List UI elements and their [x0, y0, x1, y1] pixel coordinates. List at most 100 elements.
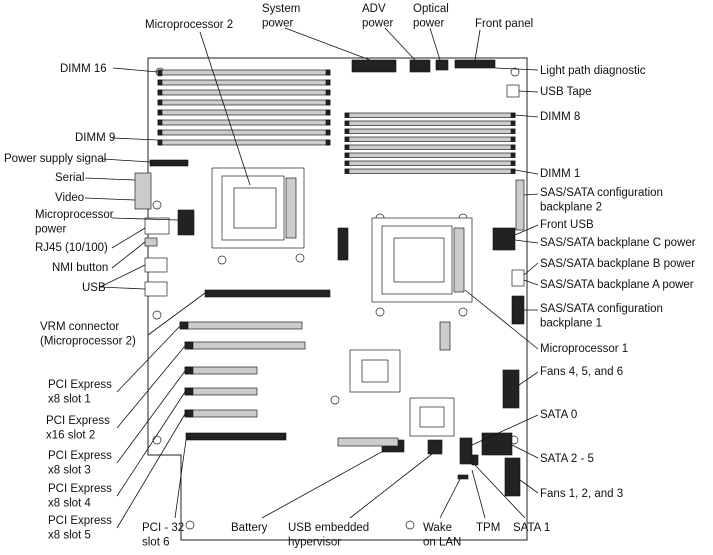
dimm-slot	[344, 136, 516, 142]
dimm-latch	[510, 160, 516, 166]
label-usb-tape: USB Tape	[540, 86, 592, 98]
label-sata-1: SATA 1	[513, 522, 550, 534]
label-line: x8 slot 5	[48, 530, 91, 542]
mounting-hole	[405, 520, 415, 530]
label-line: System	[262, 3, 300, 15]
dimm-slot	[157, 109, 331, 116]
dimm-latch	[510, 144, 516, 150]
dimm-slot	[157, 89, 331, 96]
label-line: slot 6	[142, 537, 170, 549]
dimm-latch	[344, 128, 350, 134]
leader-line	[116, 391, 186, 497]
dimm-latch	[325, 109, 331, 116]
dimm-latch	[344, 160, 350, 166]
label-line: x8 slot 4	[48, 498, 91, 510]
label-front-panel: Front panel	[475, 18, 533, 30]
io-controller-die	[419, 406, 445, 428]
label-line: power	[35, 224, 66, 236]
label-line: PCI - 32	[142, 522, 184, 534]
label-line: Front USB	[540, 219, 594, 231]
pcie-slot-3	[184, 366, 258, 375]
dimm-latch	[157, 69, 163, 76]
leader-line	[471, 469, 486, 519]
dimm-latch	[325, 139, 331, 146]
label-line: Video	[55, 192, 84, 204]
label-pcie-slot-1: PCI Express x8 slot 1	[48, 379, 112, 406]
label-front-usb: Front USB	[540, 219, 594, 231]
label-line: power	[413, 18, 444, 30]
dimm-slot	[157, 79, 331, 86]
slot-latch	[184, 366, 194, 375]
label-backplane-c-power: SAS/SATA backplane C power	[540, 237, 696, 249]
front-usb-connector	[492, 227, 516, 251]
label-line: x8 slot 1	[48, 394, 91, 406]
label-line: x16 slot 2	[46, 430, 95, 442]
connector	[337, 227, 349, 261]
slot-latch	[184, 409, 194, 418]
fans-4-5-6-connector	[502, 369, 520, 409]
mounting-hole	[510, 67, 520, 77]
dimm-latch	[344, 136, 350, 142]
power-supply-signal-connector	[149, 159, 189, 167]
system-board	[134, 57, 528, 541]
adv-power-connector	[409, 59, 431, 73]
label-line: USB embedded	[288, 522, 369, 534]
leader-line	[102, 158, 151, 163]
leader-line	[116, 345, 186, 429]
mounting-hole	[185, 520, 195, 530]
sas-config-backplane-1	[511, 295, 525, 325]
dimm-latch	[157, 139, 163, 146]
leader-line	[116, 413, 186, 529]
wake-on-lan-connector	[457, 474, 469, 480]
system-power-connector	[351, 59, 397, 73]
usb-port	[144, 281, 168, 297]
dimm-slot	[344, 128, 516, 134]
leader-line	[523, 262, 539, 276]
label-line: PCI Express	[48, 379, 112, 391]
label-line: SAS/SATA backplane A power	[540, 279, 694, 291]
label-line: Battery	[231, 522, 268, 534]
leader-line	[112, 67, 159, 73]
connector	[337, 437, 399, 447]
leader-line	[439, 478, 461, 519]
label-line: SAS/SATA backplane B power	[540, 258, 695, 270]
leader-line	[349, 453, 433, 519]
label-line: DIMM 16	[60, 63, 107, 75]
nmi-button	[144, 237, 158, 247]
label-microprocessor-power: Microprocessor power	[35, 209, 114, 236]
sata-2-5-connector	[481, 432, 513, 456]
leader-line	[199, 31, 251, 186]
label-line: NMI button	[52, 262, 108, 274]
sata-0-connector	[459, 437, 473, 465]
label-line: Front panel	[475, 18, 533, 30]
dimm-latch	[510, 112, 516, 118]
label-line: Microprocessor	[35, 209, 114, 221]
leader-line	[84, 177, 136, 181]
sas-config-backplane-2	[515, 179, 525, 231]
microprocessor-2-socket-lever	[285, 177, 297, 239]
leader-line	[99, 264, 146, 288]
dimm-latch	[157, 129, 163, 136]
pcie-slot-2	[184, 341, 306, 350]
microprocessor-1-socket-lever	[453, 227, 465, 293]
dimm-latch	[325, 89, 331, 96]
label-line: USB	[82, 282, 106, 294]
mounting-hole	[152, 435, 162, 445]
label-dimm-16: DIMM 16	[60, 63, 107, 75]
header	[439, 321, 451, 351]
label-line: Fans 4, 5, and 6	[540, 366, 623, 378]
microprocessor-2-socket-die	[233, 187, 277, 229]
label-pci-slot-6: PCI - 32 slot 6	[142, 522, 184, 549]
leader-line	[519, 479, 539, 494]
leader-line	[111, 227, 146, 249]
label-line: DIMM 9	[75, 132, 115, 144]
label-backplane-a-power: SAS/SATA backplane A power	[540, 279, 694, 291]
